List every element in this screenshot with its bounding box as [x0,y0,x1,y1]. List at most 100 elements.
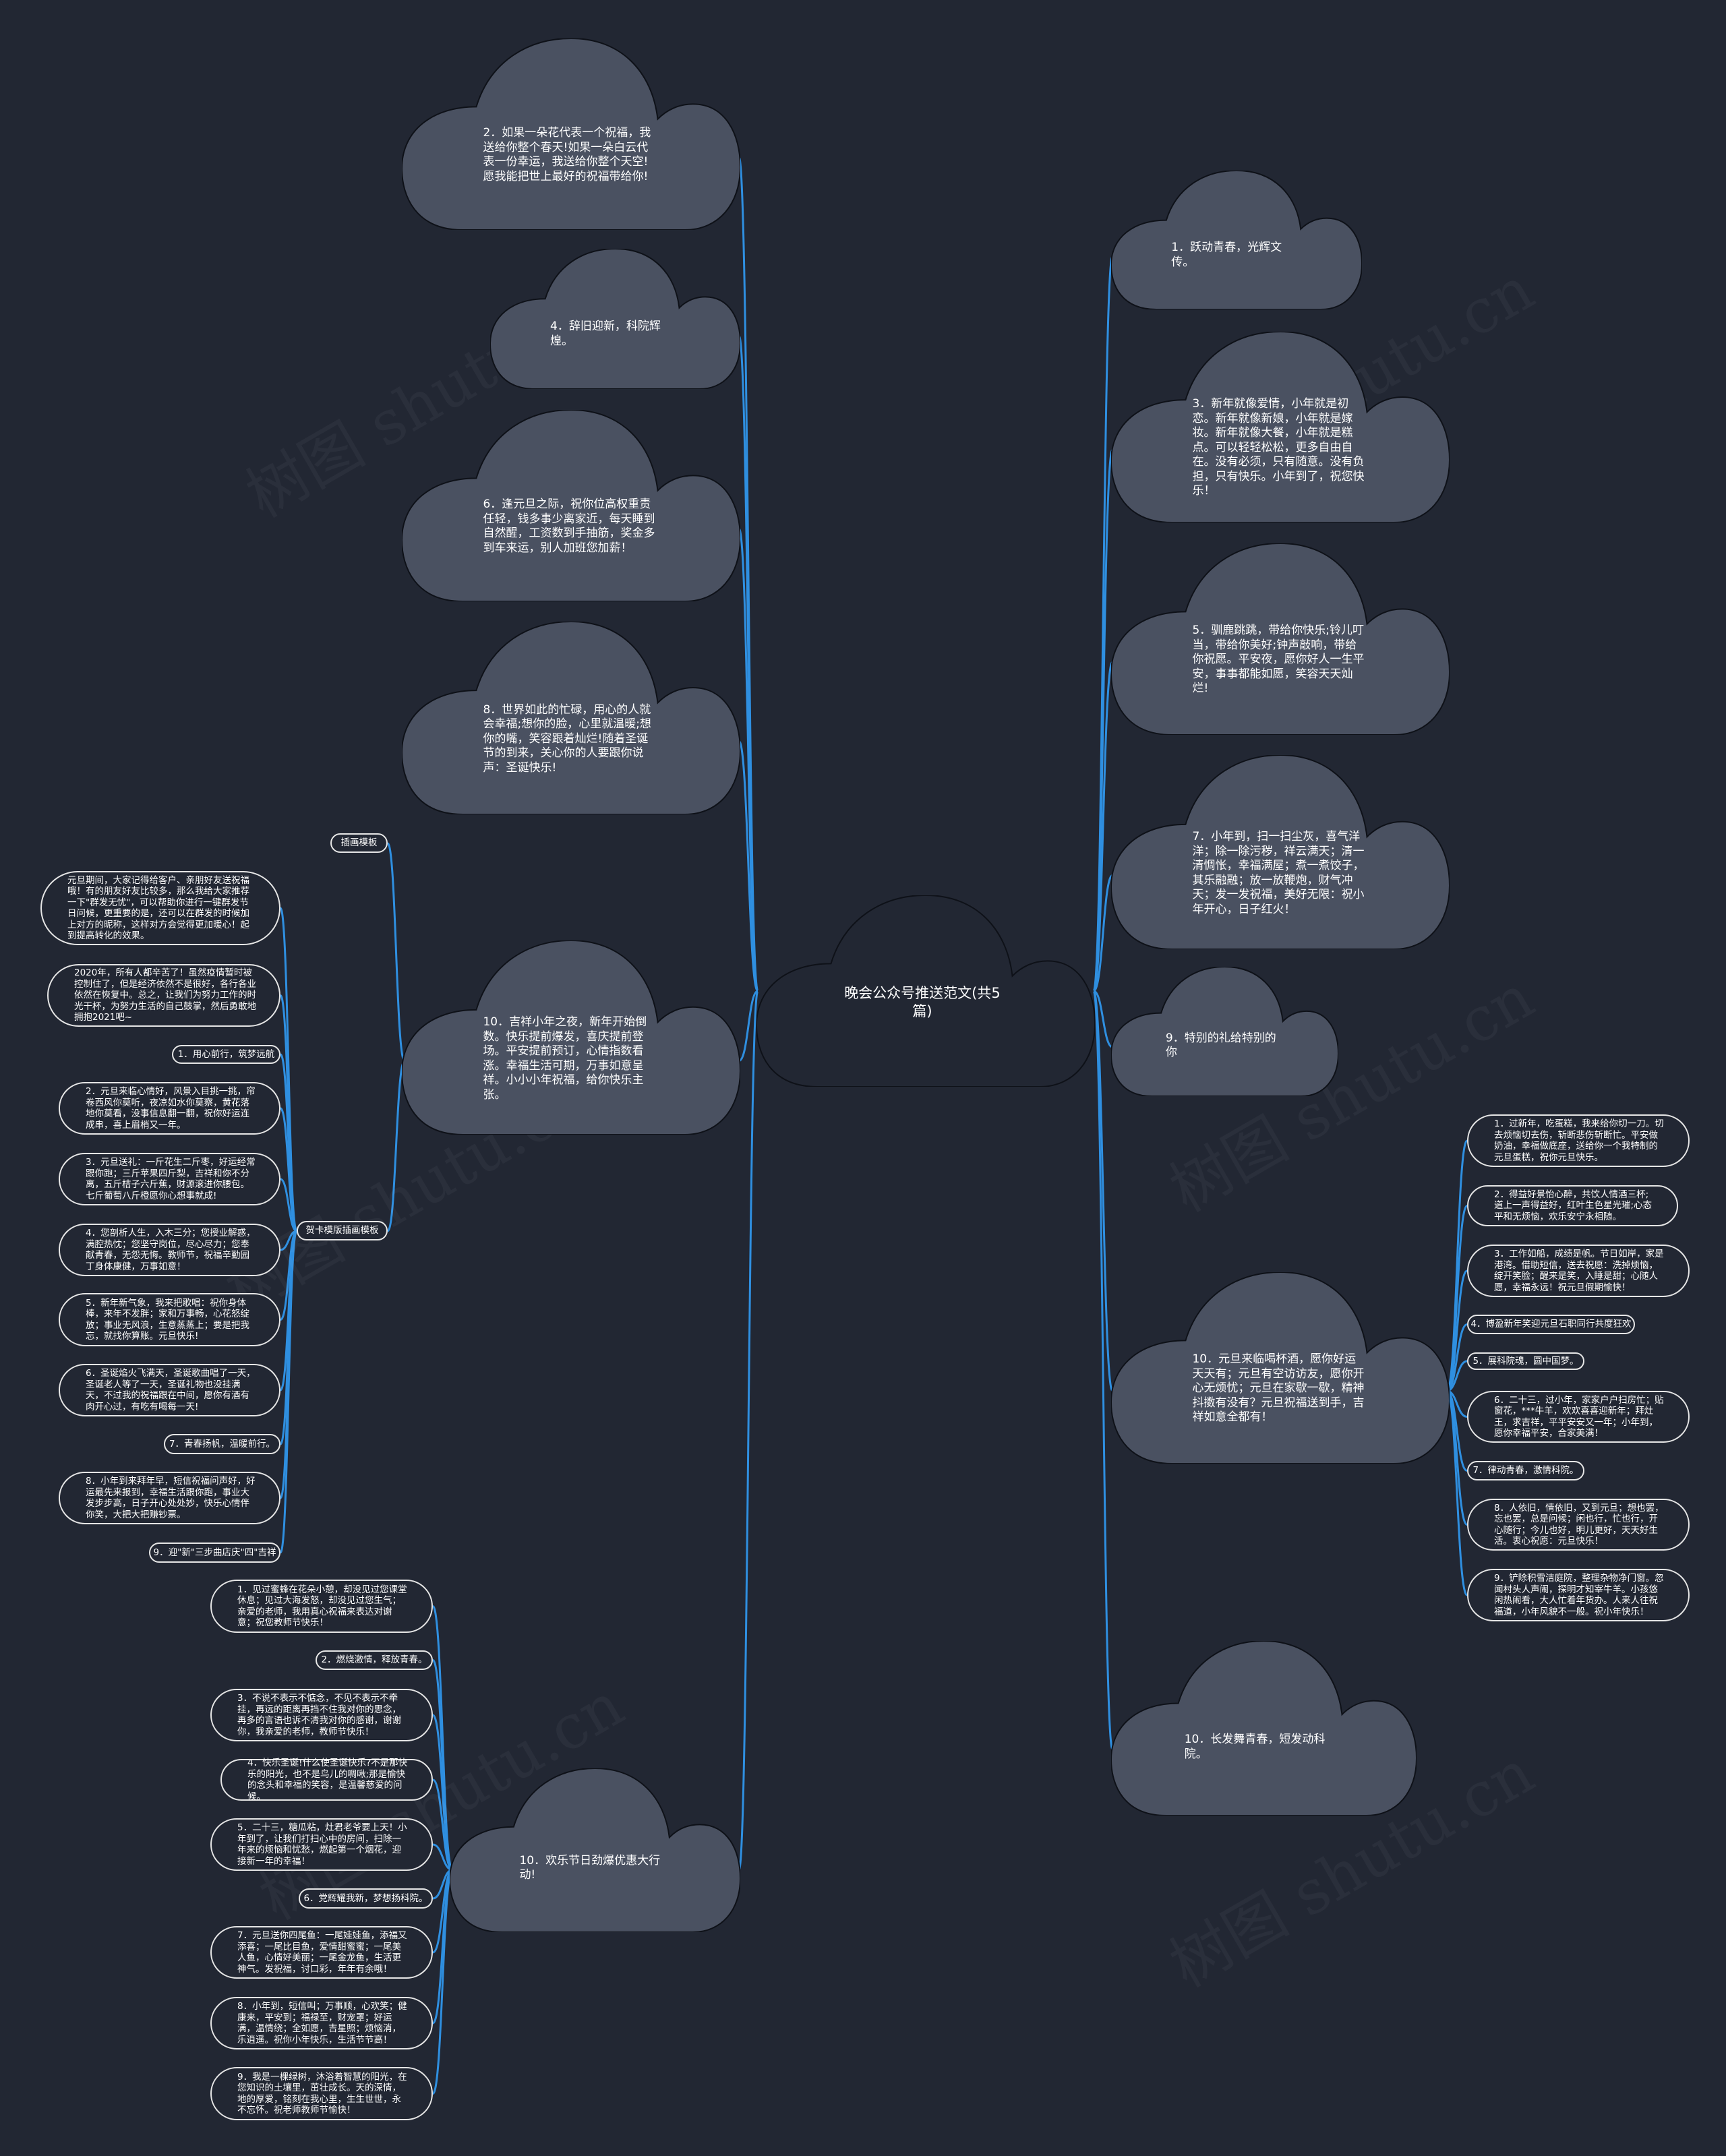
topic-node-right[interactable]: 9．特别的礼给特别的你 [1111,967,1338,1096]
node-text: 5．驯鹿跳跳，带给你快乐;铃儿叮当，带给你美好;钟声敲响，带给你祝愿。平安夜，愿… [1192,624,1365,696]
cloud-shape [402,940,740,1135]
leaf-node[interactable]: 5．展科院魂，圆中国梦。 [1467,1352,1584,1370]
node-text: 4．辞旧迎新，科院辉煌。 [550,320,661,348]
node-text: 2．如果一朵花代表一个祝福，我送给你整个春天!如果一朵白云代表一份幸运，我送给你… [483,126,651,183]
cloud-shape [450,1768,740,1932]
node-text: 10．元旦来临喝杯酒，愿你好运天天有；元旦有空访访友，愿你开心无烦忧；元旦在家歇… [1192,1352,1365,1425]
cloud-shape [1111,1272,1450,1464]
cloud-text-wrap: 10．欢乐节日劲爆优惠大行动! [519,1818,667,1919]
cloud-shape [1111,332,1450,522]
leaf-node[interactable]: 7．律动青春，激情科院。 [1467,1461,1584,1480]
connector [738,990,759,1871]
connector [432,1869,454,2095]
cloud-text-wrap: 6．逢元旦之际，祝你位高权重责任轻，钱多事少离家近，每天睡到自然醒，工资数到手抽… [483,467,655,586]
cloud-text-wrap: 10．元旦来临喝杯酒，愿你好运天天有；元旦有空访访友，愿你开心无烦忧；元旦在家歇… [1192,1329,1365,1448]
leaf-node[interactable]: 9．铲除积雪洁庭院，整理杂物净门窗。忽闻村头人声闹，探明才知宰牛羊。小孩悠闲热闹… [1467,1569,1690,1621]
cloud-shape [756,895,1095,1087]
cloud-text-wrap: 7．小年到，扫一扫尘灰，喜气洋洋；除一除污秽，祥云满天；清一清惆怅，幸福满屋；煮… [1192,813,1365,934]
topic-node-left[interactable]: 10．欢乐节日劲爆优惠大行动! [450,1768,740,1932]
connector [738,334,759,992]
leaf-node[interactable]: 2020年，所有人都辛苦了！虽然疫情暂时被控制住了，但是经济依然不是很好，各行各… [47,964,280,1027]
node-text: 9．特别的礼给特别的你 [1165,1031,1276,1060]
connector [280,1178,297,1232]
node-text: 1．跃动青春，光辉文传。 [1171,241,1282,269]
leaf-node[interactable]: 2．燃烧激情，释放青春。 [316,1650,433,1670]
connector [1092,661,1114,992]
leaf-node[interactable]: 4．您剖析人生，入木三分；您授业解惑，满腔热忱；您坚守岗位，尽心尽力；您奉献青春… [59,1224,280,1276]
leaf-node[interactable]: 6．圣诞焰火飞满天，圣诞歌曲唱了一天，圣诞老人等了一天，圣诞礼物也没挂满天，不过… [59,1364,280,1416]
topic-node-right[interactable]: 5．驯鹿跳跳，带给你快乐;铃儿叮当，带给你美好;钟声敲响，带给你祝愿。平安夜，愿… [1111,543,1450,735]
cloud-text-wrap: 1．跃动青春，光辉文传。 [1171,212,1299,299]
cloud-text-wrap: 4．辞旧迎新，科院辉煌。 [550,291,678,378]
topic-node-left[interactable]: 6．逢元旦之际，祝你位高权重责任轻，钱多事少离家近，每天睡到自然醒，工资数到手抽… [402,410,740,601]
topic-node-left[interactable]: 8．世界如此的忙碌，用心的人就会幸福;想你的脸，心里就温暖;想你的嘴，笑容跟着灿… [402,622,740,814]
cloud-shape [402,622,740,814]
cloud-text-wrap: 5．驯鹿跳跳，带给你快乐;铃儿叮当，带给你美好;钟声敲响，带给你祝愿。平安夜，愿… [1192,601,1365,719]
topic-node-right[interactable]: 3．新年就像爱情，小年就是初恋。新年就像新娘，小年就是嫁妆。新年就像大餐，小年就… [1111,332,1450,522]
leaf-node[interactable]: 3．不说不表示不惦念，不见不表示不牵挂，再远的距离再挡不住我对你的思念，再多的言… [210,1689,433,1741]
leaf-node[interactable]: 4．博盈新年笑迎元旦石职同行共度狂欢 [1467,1315,1635,1334]
leaf-node[interactable]: 8．小年到，短信叫；万事顺，心欢笑；健康来，平安到；福禄至，财宠罩；好运满，温情… [210,1997,433,2049]
central-topic[interactable]: 晚会公众号推送范文(共5篇) [756,895,1095,1087]
leaf-node[interactable]: 8．人依旧，情依旧，又到元旦；想也罢，忘也罢，总是问候；闲也行，忙也行，开心随行… [1467,1499,1690,1551]
leaf-node[interactable]: 1．过新年，吃蛋糕，我来给你切一刀。切去烦恼切去伤，斩断悲伤斩断忙。平安做奶油，… [1467,1114,1690,1167]
cloud-text-wrap: 晚会公众号推送范文(共5篇) [841,943,1004,1062]
cloud-text-wrap: 9．特别的礼给特别的你 [1166,1006,1282,1086]
topic-node-right[interactable]: 10．长发舞青春，短发动科院。 [1111,1641,1417,1816]
connector [738,990,758,1062]
cloud-shape [402,410,740,601]
connector [1446,1323,1468,1392]
connector [279,1230,298,1554]
cloud-shape [1111,755,1450,949]
cloud-shape [1111,171,1362,309]
connector [1093,990,1113,1048]
leaf-node[interactable]: 2．得益好景怡心醉，共饮人情酒三杯;道上一声得益好，红叶生色星光璀;心态平和无烦… [1467,1185,1678,1226]
leaf-node[interactable]: 5．新年新气象，我来把歌唱：祝你身体棒，来年不发胖；家和万事畅，心花怒绽放；事业… [59,1293,280,1346]
node-text: 10．吉祥小年之夜，新年开始倒数。快乐提前爆发，喜庆提前登场。平安提前预订，心情… [483,1015,647,1102]
leaf-node[interactable]: 1．用心前行，筑梦远航 [172,1045,280,1064]
leaf-node[interactable]: 7．元旦送你四尾鱼：一尾娃娃鱼，添福又添喜；一尾比目鱼，爱情甜蜜蜜；一尾美人鱼，… [210,1926,433,1979]
topic-node-left[interactable]: 4．辞旧迎新，科院辉煌。 [490,249,740,389]
topic-node-right[interactable]: 10．元旦来临喝杯酒，愿你好运天天有；元旦有空访访友，愿你开心无烦忧；元旦在家歇… [1111,1272,1450,1464]
topic-node-left[interactable]: 10．吉祥小年之夜，新年开始倒数。快乐提前爆发，喜庆提前登场。平安提前预订，心情… [402,940,740,1135]
topic-node-right[interactable]: 7．小年到，扫一扫尘灰，喜气洋洋；除一除污秽，祥云满天；清一清惆怅，幸福满屋；煮… [1111,755,1450,949]
leaf-node[interactable]: 1．见过蜜蜂在花朵小憩，却没见过您课堂休息；见过大海发怒，却没见过您生气；亲爱的… [210,1580,433,1633]
leaf-node[interactable]: 3．工作如船，成绩是帆。节日如岸，家是港湾。借助短信，送去祝愿：洗掉烦恼，绽开笑… [1467,1245,1690,1297]
leaf-node[interactable]: 5．二十三，糖瓜粘，灶君老爷要上天！小年到了，让我们打扫心中的房间，扫除一年来的… [210,1818,433,1871]
connector [1446,1269,1468,1392]
node-text: 8．世界如此的忙碌，用心的人就会幸福;想你的脸，心里就温暖;想你的嘴，笑容跟着灿… [483,702,651,775]
cloud-text-wrap: 2．如果一朵花代表一个祝福，我送给你整个春天!如果一朵白云代表一份幸运，我送给你… [483,96,655,214]
connector [738,527,759,992]
node-text: 7．小年到，扫一扫尘灰，喜气洋洋；除一除污秽，祥云满天；清一清惆怅，幸福满屋；煮… [1192,830,1365,916]
leaf-node[interactable]: 9．迎"新"三步曲店庆"四"吉祥 [149,1543,280,1563]
topic-node-right[interactable]: 1．跃动青春，光辉文传。 [1111,171,1362,309]
node-text: 10．长发舞青春，短发动科院。 [1184,1733,1326,1761]
leaf-node[interactable]: 4．快乐圣诞!什么使圣诞快乐?不是那快乐的阳光，也不是鸟儿的啁啾;那是愉快的念头… [220,1758,433,1802]
node-text: 3．新年就像爱情，小年就是初恋。新年就像新娘，小年就是嫁妆。新年就像大餐，小年就… [1192,397,1365,498]
cloud-text-wrap: 10．吉祥小年之夜，新年开始倒数。快乐提前爆发，喜庆提前登场。平安提前预订，心情… [483,998,655,1119]
connector [432,1778,453,1871]
topic-node-left[interactable]: 2．如果一朵花代表一个祝福，我送给你整个春天!如果一朵白云代表一份幸运，我送给你… [402,38,740,230]
leaf-node[interactable]: 3．元旦送礼：一斤花生二斤枣，好运经常跟你跑；三斤苹果四斤梨，吉祥和你不分离，五… [59,1153,280,1205]
leaf-node[interactable]: 8．小年到来拜年早，短信祝福问声好，好运最先来报到，幸福生活跟你跑，事业大发步步… [59,1472,280,1524]
cloud-shape [1111,543,1450,735]
leaf-node[interactable]: 6．二十三，过小年，家家户户扫房忙；贴窗花，***牛羊，欢欢喜喜迎新年；拜灶王，… [1467,1391,1690,1443]
connector [738,740,759,992]
connector [1092,874,1114,992]
connector [1092,448,1114,992]
connector [279,1107,298,1232]
subtopic-label[interactable]: 插画模板 [330,833,388,853]
cloud-text-wrap: 10．长发舞青春，短发动科院。 [1185,1694,1340,1802]
leaf-node[interactable]: 7．青春扬帆，温暖前行。 [164,1434,280,1454]
leaf-node[interactable]: 2．元旦来临心情好，风景入目挑一挑，帘卷西风你莫听，夜凉如水你莫察，黄花落地你莫… [59,1082,280,1135]
subtopic-label[interactable]: 贺卡模版插画模板 [297,1221,388,1240]
leaf-node[interactable]: 6．党辉耀我新，梦想扬科院。 [299,1888,433,1909]
cloud-shape [402,38,740,230]
connector [1092,990,1114,1751]
cloud-text-wrap: 3．新年就像爱情，小年就是初恋。新年就像新娘，小年就是嫁妆。新年就像大餐，小年就… [1192,389,1365,507]
node-text: 晚会公众号推送范文(共5篇) [844,985,1001,1020]
leaf-node[interactable]: 9．我是一棵绿树，沐浴着智慧的阳光，在您知识的土壤里，茁壮成长。天的深情，地的厚… [210,2067,433,2120]
node-text: 6．逢元旦之际，祝你位高权重责任轻，钱多事少离家近，每天睡到自然醒，工资数到手抽… [483,498,655,555]
leaf-node[interactable]: 元旦期间，大家记得给客户、亲朋好友送祝福哦！有的朋友好友比较多，那么我给大家推荐… [40,871,280,945]
